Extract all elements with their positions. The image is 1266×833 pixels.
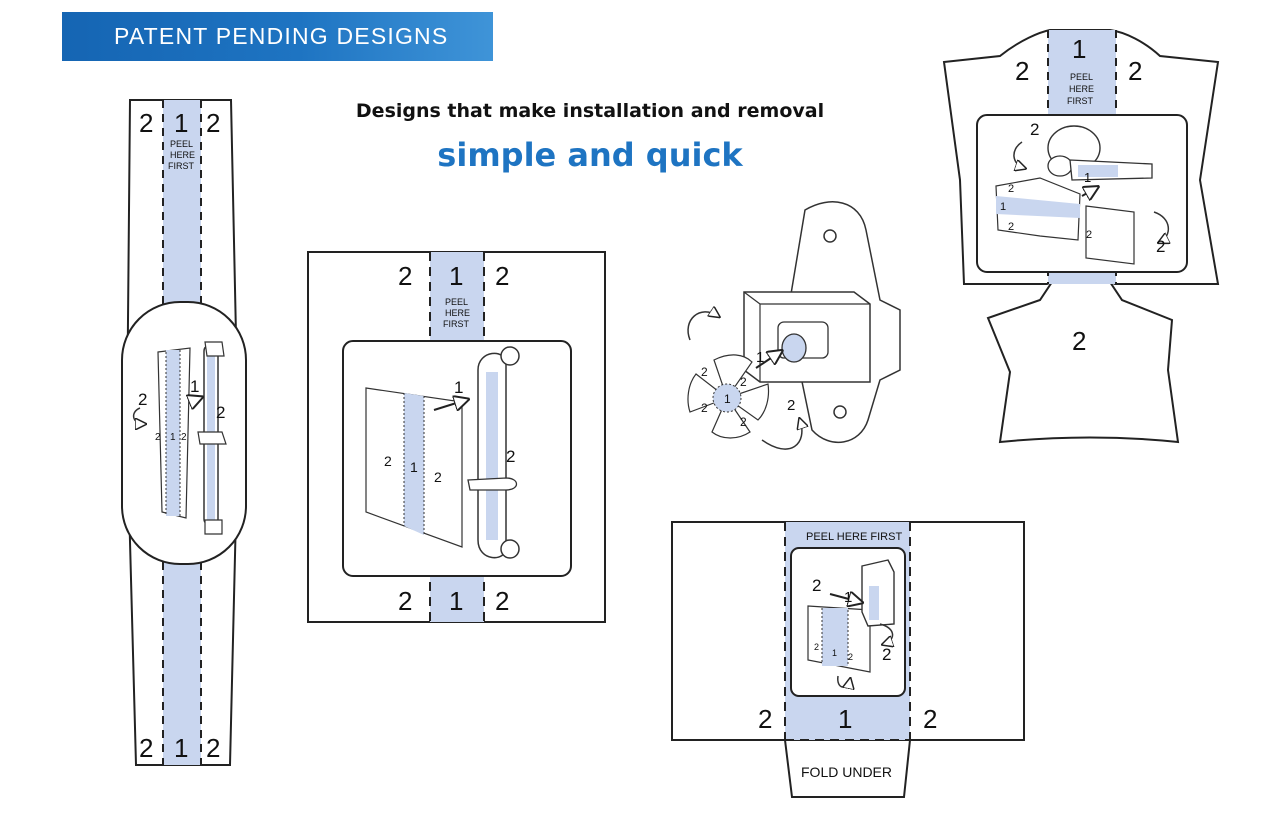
diagram-tall-strip — [121, 99, 247, 766]
flower-label — [687, 354, 770, 439]
headline: Designs that make installation and remov… — [355, 100, 825, 122]
diagram-lever-handle — [942, 29, 1220, 444]
tall-bottom-label-left: 2 — [139, 733, 153, 763]
tall-inner-label-2a: 2 — [138, 390, 147, 409]
lever-top-label-right: 2 — [1128, 56, 1142, 86]
square-top-label-right: 2 — [495, 261, 509, 291]
square-top-label-center: 1 — [449, 261, 463, 291]
lever-inner-label-1: 1 — [1084, 170, 1091, 185]
flower-label-1: 1 — [724, 392, 731, 406]
lever-inner-label-2a: 2 — [1030, 120, 1039, 139]
square-bottom-label-left: 2 — [398, 586, 412, 616]
flower-label-2b: 2 — [740, 375, 747, 389]
fold-inner-label-1: 1 — [844, 589, 852, 606]
tall-strip-label-1: 1 — [170, 432, 176, 443]
tall-bottom-label-center: 1 — [174, 733, 188, 763]
fold-bottom-label-center: 1 — [838, 704, 852, 734]
banner-text: PATENT PENDING DESIGNS — [114, 23, 449, 49]
fold-strip-label-2b: 2 — [848, 652, 853, 662]
subheadline: simple and quick — [437, 136, 743, 174]
tall-first-word: FIRST — [168, 161, 195, 171]
square-inner-label-2: 2 — [506, 447, 515, 466]
tall-strip-label-2a: 2 — [155, 432, 161, 443]
square-strip-label-1: 1 — [410, 459, 418, 475]
lever-strip-label-2b: 2 — [1008, 221, 1014, 233]
tall-inner-label-1: 1 — [190, 377, 199, 396]
square-bottom-label-right: 2 — [495, 586, 509, 616]
square-here-word: HERE — [445, 308, 470, 318]
tall-top-label-right: 2 — [206, 108, 220, 138]
fold-strip-label-1: 1 — [832, 648, 837, 658]
tall-inner-label-2b: 2 — [216, 403, 225, 422]
peel-here-first-label: PEEL HERE FIRST — [806, 531, 902, 543]
square-peel-word: PEEL — [445, 297, 468, 307]
flower-label-2d: 2 — [740, 415, 747, 429]
diagram-square-grab-bar — [307, 251, 606, 623]
latch-label-1: 1 — [756, 349, 764, 366]
square-strip-label-2b: 2 — [434, 469, 442, 485]
flower-label-2c: 2 — [701, 401, 708, 415]
fold-under-label: FOLD UNDER — [801, 764, 892, 780]
diagram-fold-under — [671, 521, 1025, 798]
fold-bottom-label-left: 2 — [758, 704, 772, 734]
diagram-door-latch — [687, 201, 901, 450]
fold-bottom-label-right: 2 — [923, 704, 937, 734]
latch-label-2: 2 — [787, 397, 795, 414]
patent-pending-banner: PATENT PENDING DESIGNS — [62, 12, 493, 61]
fold-strip-label-2a: 2 — [814, 642, 819, 652]
lever-strip-label-2c: 2 — [1086, 229, 1092, 241]
square-top-label-left: 2 — [398, 261, 412, 291]
tall-top-label-left: 2 — [139, 108, 153, 138]
tall-bottom-label-right: 2 — [206, 733, 220, 763]
fold-inner-label-2b: 2 — [882, 645, 891, 664]
fold-inner-label-2a: 2 — [812, 576, 821, 595]
lever-top-label-center: 1 — [1072, 34, 1086, 64]
lever-first-word: FIRST — [1067, 96, 1094, 106]
lever-strip-label-2a: 2 — [1008, 183, 1014, 195]
square-bottom-label-center: 1 — [449, 586, 463, 616]
lever-bottom-label: 2 — [1072, 326, 1086, 356]
tall-peel-word: PEEL — [170, 139, 193, 149]
lever-peel-word: PEEL — [1070, 72, 1093, 82]
square-strip-label-2a: 2 — [384, 453, 392, 469]
tall-strip-label-2b: 2 — [181, 432, 187, 443]
lever-inner-label-2b: 2 — [1156, 237, 1165, 256]
lever-strip-label-1: 1 — [1000, 201, 1006, 213]
square-inner-label-1: 1 — [454, 378, 463, 397]
lever-top-label-left: 2 — [1015, 56, 1029, 86]
tall-here-word: HERE — [170, 150, 195, 160]
lever-here-word: HERE — [1069, 84, 1094, 94]
tall-top-label-center: 1 — [174, 108, 188, 138]
square-first-word: FIRST — [443, 319, 470, 329]
flower-label-2a: 2 — [701, 365, 708, 379]
